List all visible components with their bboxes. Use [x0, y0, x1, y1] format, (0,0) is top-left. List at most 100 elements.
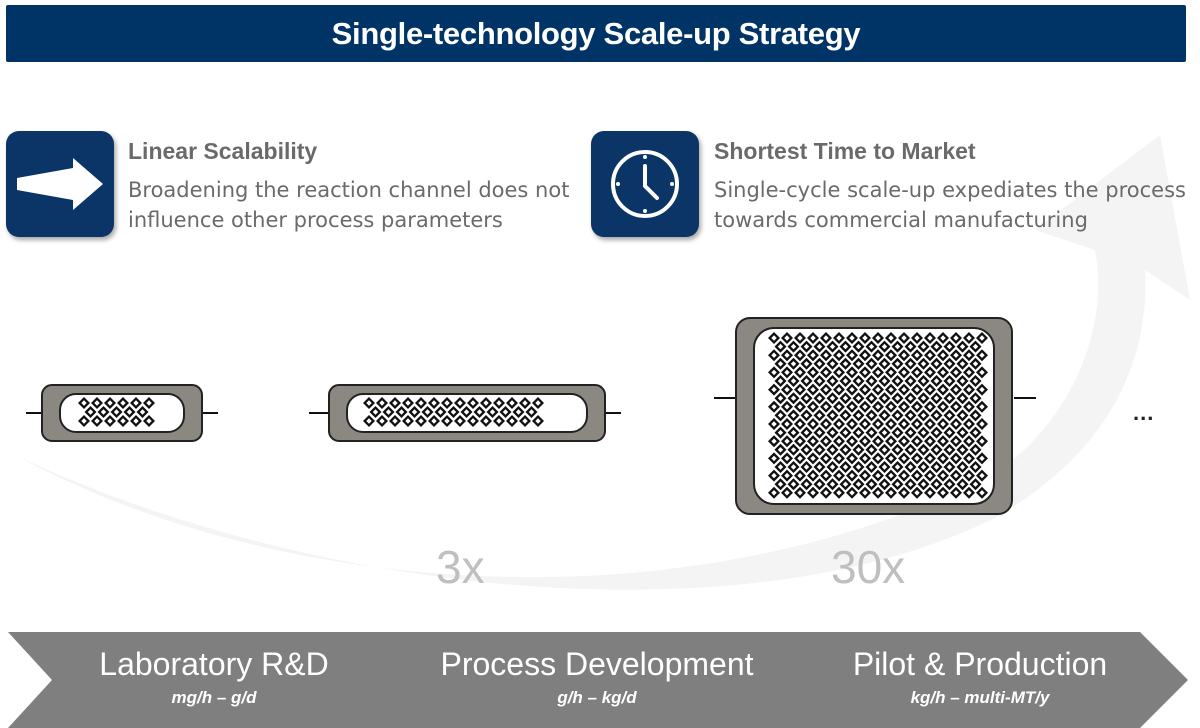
- mixing-element: [774, 357, 787, 370]
- mixing-element: [781, 435, 793, 448]
- mixing-element: [976, 486, 988, 499]
- mixing-element: [976, 332, 988, 344]
- mixing-element: [898, 400, 910, 413]
- mixing-element: [950, 452, 962, 465]
- mixing-element: [898, 452, 910, 465]
- mixing-element: [885, 452, 897, 465]
- mixing-element: [807, 452, 819, 465]
- mixing-element: [950, 332, 962, 344]
- mixing-element: [768, 418, 780, 430]
- mixing-element: [813, 409, 826, 422]
- mixing-element: [493, 397, 505, 409]
- mixing-element: [937, 332, 949, 344]
- mixing-element: [84, 406, 97, 418]
- mixing-element: [768, 383, 780, 396]
- mixing-element: [813, 478, 826, 491]
- mixing-element: [937, 400, 949, 413]
- mixing-element: [807, 486, 819, 499]
- mixing-element: [130, 397, 142, 409]
- mixing-element: [911, 400, 923, 413]
- mixing-element: [963, 452, 975, 465]
- mixing-element: [969, 478, 982, 491]
- mixing-element: [930, 461, 943, 473]
- mixing-element: [911, 452, 923, 465]
- mixing-element: [130, 415, 142, 427]
- mixing-element: [943, 375, 956, 387]
- mixing-element: [891, 392, 904, 405]
- mixing-element: [950, 400, 962, 413]
- mixing-element: [930, 392, 943, 405]
- mixing-element: [363, 397, 375, 409]
- mixing-element: [846, 366, 858, 379]
- mixing-element: [519, 415, 531, 427]
- mixing-element: [839, 375, 852, 387]
- mixing-element: [872, 366, 884, 379]
- mixing-element: [872, 332, 884, 344]
- mixing-element: [930, 478, 943, 491]
- mixing-element: [774, 443, 787, 456]
- mixing-element: [976, 366, 988, 379]
- mixing-element: [402, 397, 414, 409]
- mixing-element: [800, 409, 813, 422]
- mixing-element: [878, 478, 891, 491]
- mixing-element: [904, 461, 917, 473]
- mixing-element: [930, 409, 943, 422]
- mixing-element: [525, 406, 538, 418]
- mixing-element: [846, 418, 858, 430]
- mixing-element: [937, 366, 949, 379]
- mixing-element: [826, 357, 839, 370]
- mixing-element: [969, 443, 982, 456]
- mixing-element: [839, 443, 852, 456]
- mixing-element: [91, 397, 103, 409]
- mixing-element: [852, 478, 865, 491]
- mixing-element: [839, 340, 852, 353]
- mixing-element: [904, 392, 917, 405]
- mixing-element: [787, 478, 800, 491]
- mixing-element: [97, 406, 110, 418]
- mixing-element: [787, 375, 800, 387]
- mixing-element: [885, 486, 897, 499]
- mixing-element: [969, 392, 982, 405]
- mixing-element: [123, 406, 136, 418]
- mixing-element: [859, 383, 871, 396]
- mixing-element: [872, 452, 884, 465]
- reactor-medium: [309, 384, 621, 442]
- mixing-element: [917, 478, 930, 491]
- feature-title-linear: Linear Scalability: [128, 138, 318, 164]
- mixing-element: [774, 340, 787, 353]
- mixing-element: [480, 397, 492, 409]
- mixing-element: [768, 469, 780, 482]
- mixing-element: [904, 443, 917, 456]
- mixing-element: [885, 418, 897, 430]
- mixing-element: [813, 443, 826, 456]
- mixing-element: [898, 486, 910, 499]
- page-title: Single-technology Scale-up Strategy: [331, 15, 861, 51]
- mixing-element: [950, 418, 962, 430]
- mixing-element: [820, 469, 832, 482]
- mixing-element: [787, 461, 800, 473]
- stage-process-development: Process Development g/h – kg/d: [430, 644, 764, 708]
- mixing-element: [878, 426, 891, 439]
- mixing-element: [885, 400, 897, 413]
- mixing-element: [956, 426, 969, 439]
- mixing-element: [389, 415, 401, 427]
- mixing-element: [898, 349, 910, 362]
- mixing-element: [956, 409, 969, 422]
- mixing-element: [826, 461, 839, 473]
- mixing-element: [833, 383, 845, 396]
- mixing-element: [963, 366, 975, 379]
- mixing-element: [963, 486, 975, 499]
- scale-factor-30x: 30x: [831, 541, 906, 593]
- mixing-element: [833, 418, 845, 430]
- mixing-element: [878, 392, 891, 405]
- mixing-element: [976, 469, 988, 482]
- mixing-element: [891, 426, 904, 439]
- mixing-element: [885, 349, 897, 362]
- mixing-element: [930, 340, 943, 353]
- mixing-element: [421, 406, 434, 418]
- mixing-element: [969, 409, 982, 422]
- mixing-element: [904, 409, 917, 422]
- mixing-element: [924, 400, 936, 413]
- mixing-element: [885, 469, 897, 482]
- mixing-element: [852, 375, 865, 387]
